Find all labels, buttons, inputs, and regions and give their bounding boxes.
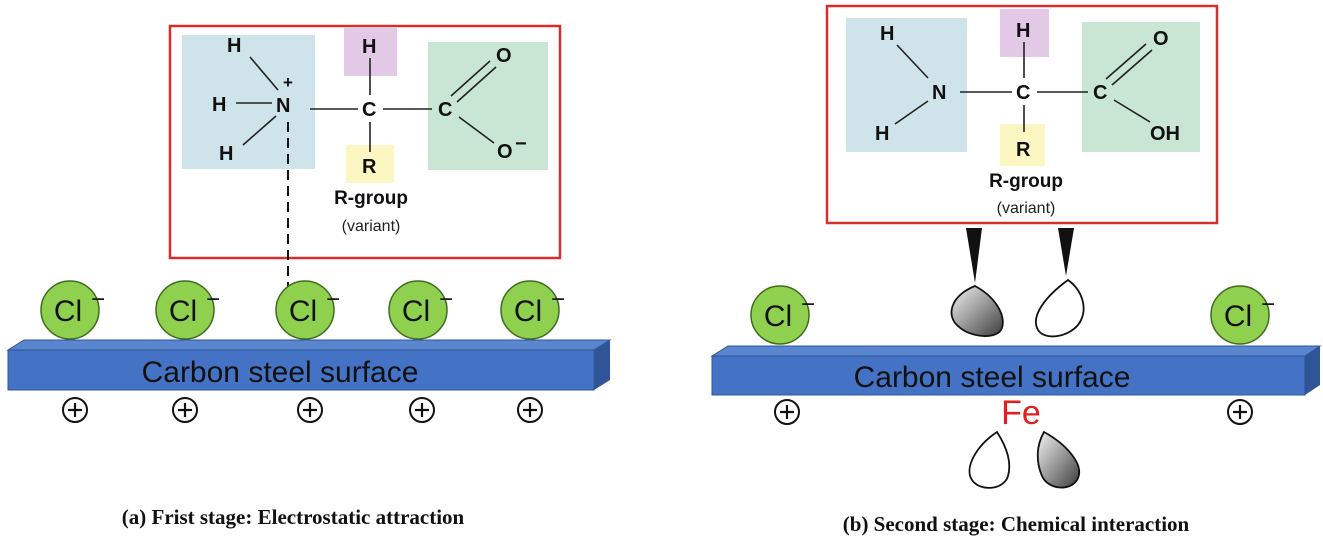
svg-text:−: − [326,286,340,313]
nitrogen-b: N [932,82,946,104]
plus-charge-icon [517,397,543,423]
positive-charge-a: + [283,73,293,92]
plus-charge-icon [297,397,323,423]
chloride-ion: Cl − [275,280,340,340]
amine-group-highlight-b [846,18,967,152]
amine-h2-b: H [875,123,889,145]
lone-pair-orbital-open-top [1035,278,1085,338]
r-group-label-b: R-group [989,171,1063,192]
svg-text:−: − [801,291,815,318]
panel-a: H H H N + C H R C O O − R-group (variant… [6,24,612,529]
carbonyl-carbon-b: C [1093,82,1107,104]
alpha-carbon-a: C [362,99,376,121]
alpha-hydrogen-a: H [362,36,376,58]
vacant-orbital-shaded-bottom [1036,430,1081,489]
carbon-steel-surface-a: Carbon steel surface [6,339,612,391]
svg-text:Cl: Cl [54,295,82,328]
bond-h2-n-b [894,100,929,125]
svg-text:−: − [551,286,565,313]
negative-charge-a: − [515,133,527,155]
svg-text:Cl: Cl [169,295,197,328]
donor-wedge-left [966,228,982,283]
bond-double-o-b1 [1105,43,1147,80]
carbonyl-oxygen-b: O [1153,28,1169,50]
carbonyl-oxygen-a: O [496,45,512,67]
chloride-ion: Cl − [388,280,453,340]
amine-h1-a: H [227,35,241,57]
svg-text:Carbon steel surface: Carbon steel surface [142,356,419,389]
bond-h1-n-a [249,56,279,91]
amine-h3-a: H [219,143,233,165]
bond-h3-n-a [242,115,277,146]
svg-text:Cl: Cl [514,295,542,328]
amine-h1-b: H [880,23,894,45]
alpha-carbon-b: C [1016,82,1030,104]
caption-b: (b) Second stage: Chemical interaction [843,512,1190,536]
panel-b: H N H C H R C O OH R-group (variant) Cl … [710,4,1322,536]
chloride-ion: Cl − [500,280,565,340]
chloride-ion: Cl − [750,285,815,345]
hydroxyl-b: OH [1150,123,1180,145]
vacant-orbital-open-bottom [968,430,1011,489]
carboxyl-highlight-b [1082,22,1200,152]
oxide-oxygen-a: O [497,141,513,163]
chloride-ion: Cl − [40,280,105,340]
r-substituent-b: R [1016,139,1031,161]
svg-text:Cl: Cl [289,295,317,328]
bond-double-o-a1 [450,60,491,97]
svg-text:Cl: Cl [402,295,430,328]
alpha-hydrogen-b: H [1016,20,1030,42]
amine-h2-a: H [212,94,226,116]
carbonyl-carbon-a: C [438,99,452,121]
svg-text:Cl: Cl [1224,300,1252,333]
amino-acid-zwitterion: H H H N + C H R C O O − R-group (variant… [168,24,562,260]
bond-double-o-b2 [1111,49,1153,86]
plus-charge-icon [62,397,88,423]
svg-text:−: − [91,286,105,313]
plus-charge-icon [1227,399,1253,425]
plus-charge-icon [172,397,198,423]
svg-text:Cl: Cl [764,300,792,333]
bond-h1-n-b [896,44,929,79]
bond-c-oh-b [1113,99,1151,123]
nitrogen-a: N [276,95,290,117]
lone-pair-orbital-shaded-top [950,285,1004,337]
plus-charge-icon [774,399,800,425]
carbon-steel-surface-b: Carbon steel surface [710,345,1322,396]
caption-a: (a) Frist stage: Electrostatic attractio… [122,505,465,529]
svg-text:−: − [206,286,220,313]
plus-charge-icon [409,397,435,423]
chloride-ion: Cl − [1210,285,1275,345]
r-group-label-a: R-group [334,188,408,209]
r-group-note-b: (variant) [997,200,1056,217]
amine-group-highlight-a [182,35,315,169]
iron-label: Fe [1001,394,1041,432]
svg-text:−: − [1261,291,1275,318]
svg-text:Carbon steel surface: Carbon steel surface [854,361,1131,394]
amino-acid-neutral: H N H C H R C O OH R-group (variant) [825,4,1219,225]
bond-double-o-a2 [456,66,497,103]
r-substituent-a: R [362,156,377,178]
chloride-ion: Cl − [155,280,220,340]
donor-wedge-right [1058,228,1074,276]
r-group-highlight-b [1000,124,1045,166]
svg-text:−: − [439,286,453,313]
r-group-note-a: (variant) [342,218,401,235]
bond-c-o-minus-a [458,116,495,144]
